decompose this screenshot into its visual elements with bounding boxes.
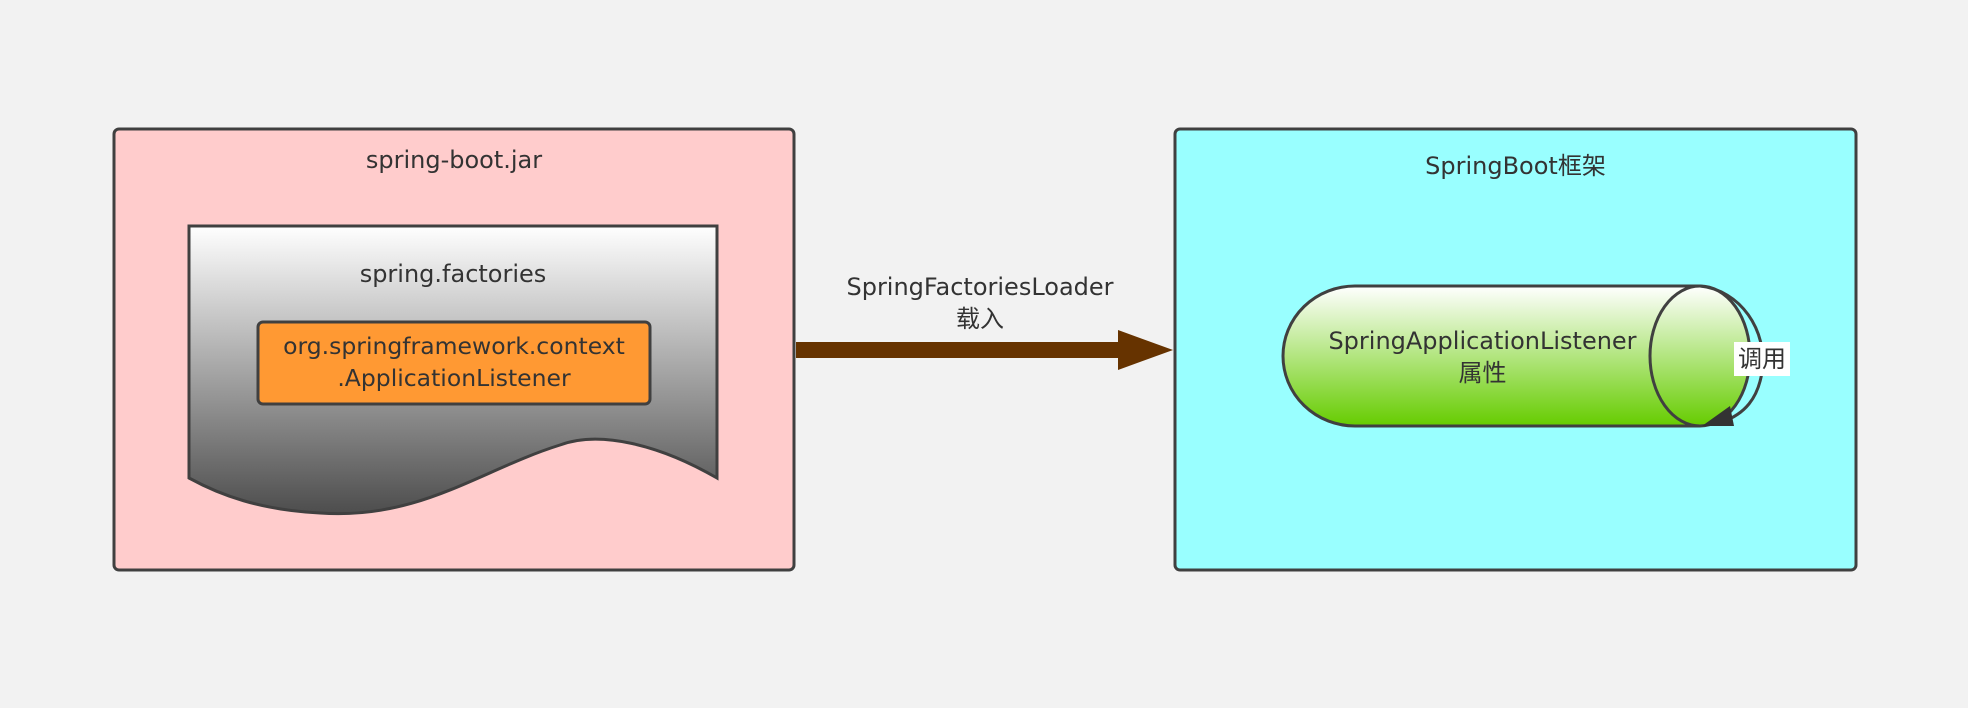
entry-line-2: .ApplicationListener <box>337 364 571 392</box>
connector-label: SpringFactoriesLoader 载入 <box>820 271 1140 335</box>
call-loop-label: 调用 <box>1734 342 1790 376</box>
framework-title: SpringBoot框架 <box>1425 152 1606 180</box>
factories-title: spring.factories <box>359 260 547 288</box>
cylinder-text: SpringApplicationListener 属性 <box>1310 325 1655 389</box>
connector-label-line-1: SpringFactoriesLoader <box>846 273 1114 301</box>
connector-label-line-2: 载入 <box>956 305 1004 333</box>
call-loop-arrowhead <box>1702 406 1734 426</box>
cylinder-line-2: 属性 <box>1458 359 1507 387</box>
cylinder-end-cap <box>1648 284 1701 428</box>
entry-line-1: org.springframework.context <box>283 332 625 360</box>
application-listener-entry[interactable] <box>256 320 652 406</box>
entry-text: org.springframework.context .Application… <box>258 330 650 394</box>
loader-arrow <box>796 330 1173 370</box>
jar-title: spring-boot.jar <box>365 146 543 174</box>
cylinder-line-1: SpringApplicationListener <box>1328 327 1637 355</box>
